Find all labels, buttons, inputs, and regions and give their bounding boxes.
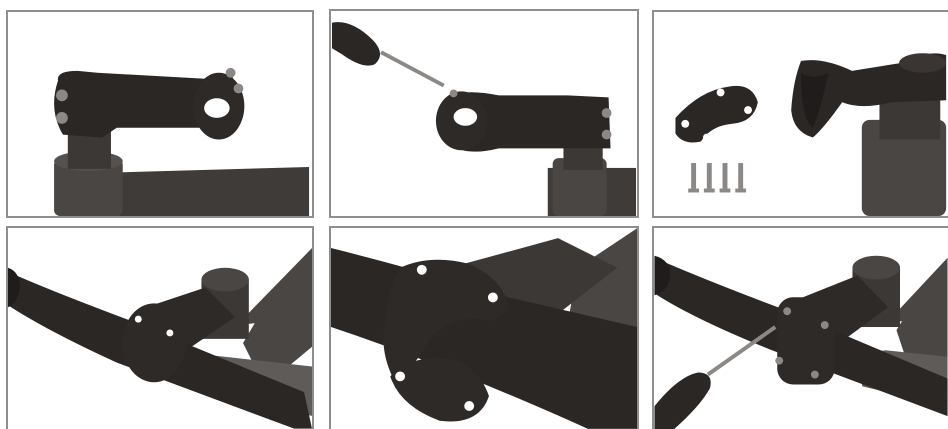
bolt-icon [602, 130, 612, 140]
step-3-panel [652, 10, 948, 218]
screwdriver-loosening-faceplate-illustration [331, 11, 637, 216]
bolt-icon [450, 89, 458, 97]
bolt-icon [691, 163, 696, 189]
clamp-opening [204, 98, 230, 118]
faceplate-hole-icon [488, 292, 498, 302]
faceplate-hole-icon [166, 329, 173, 336]
bolt-icon [775, 357, 783, 365]
faceplate [675, 86, 757, 143]
bolt-icon [226, 68, 236, 78]
bolts-group [688, 163, 746, 192]
bolt-icon [811, 371, 819, 379]
clamp-opening [454, 108, 478, 126]
bolt-icon [821, 321, 829, 329]
step-6-panel [652, 226, 948, 429]
bolt-icon [56, 89, 68, 101]
screwdriver-shaft [381, 52, 444, 85]
stem-on-steerer-illustration [8, 12, 312, 216]
faceplate-hole-icon [155, 383, 162, 390]
bolt-icon [783, 307, 791, 315]
faceplate-hole-icon [135, 316, 142, 323]
faceplate-and-bolts-removed-illustration [654, 12, 948, 216]
bolt-icon [707, 163, 712, 189]
step-4-panel [6, 226, 314, 429]
step-5-panel [329, 226, 639, 429]
faceplate-closeup-illustration [331, 228, 637, 429]
screwdriver-tightening-faceplate-illustration [654, 228, 948, 429]
step-2-panel [329, 9, 639, 218]
faceplate-hole-icon [717, 89, 725, 97]
bolt-icon [234, 84, 244, 94]
faceplate-hole-icon [744, 106, 752, 114]
bolt-icon [738, 163, 743, 189]
faceplate-hole-icon [417, 265, 427, 275]
bolt-icon [56, 112, 68, 124]
bolt-icon [602, 108, 612, 118]
faceplate-hole-icon [464, 401, 474, 411]
stem-clamp [122, 303, 185, 382]
screwdriver-handle-icon [654, 373, 710, 429]
screwdriver-handle-icon [332, 22, 380, 65]
handlebar-positioned-in-stem-illustration [8, 228, 312, 429]
bolt-icon [723, 163, 728, 189]
faceplate-hole-icon [703, 134, 711, 142]
faceplate-hole-icon [121, 369, 128, 376]
faceplate-hole-icon [681, 120, 689, 128]
faceplate-hole-icon [395, 371, 405, 381]
step-1-panel [6, 10, 314, 218]
